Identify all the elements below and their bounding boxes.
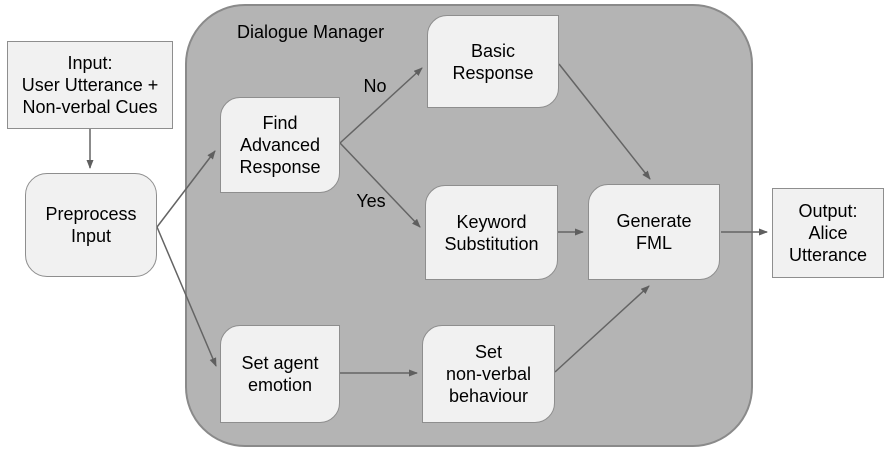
node-label-line: Preprocess xyxy=(45,204,137,224)
node-preprocess-input: Preprocess Input xyxy=(25,173,157,277)
node-label-line: behaviour xyxy=(448,386,529,406)
node-label-line: emotion xyxy=(247,375,313,395)
node-set-agent-emotion: Set agent emotion xyxy=(220,325,340,423)
node-label-line: Input xyxy=(70,226,112,246)
edge-label-yes: Yes xyxy=(356,191,386,211)
node-label-line: FML xyxy=(636,233,672,253)
node-label-line: Input: xyxy=(67,53,113,73)
node-label-line: Set xyxy=(474,342,503,362)
node-output: Output: Alice Utterance xyxy=(772,188,884,278)
node-label-line: User Utterance + xyxy=(21,75,159,95)
node-label-line: Set agent xyxy=(241,353,319,373)
node-label-line: Response xyxy=(452,62,534,83)
dialogue-manager-title: Dialogue Manager xyxy=(237,22,385,42)
node-basic-response: Basic Response xyxy=(427,15,559,108)
node-label-line: Generate xyxy=(616,211,692,231)
node-label-line: Basic xyxy=(470,40,515,61)
node-keyword-substitution: Keyword Substitution xyxy=(425,185,558,280)
node-label-line: Response xyxy=(239,157,321,177)
node-label-line: Substitution xyxy=(444,233,539,254)
node-input: Input: User Utterance + Non-verbal Cues xyxy=(7,41,173,129)
node-generate-fml: Generate FML xyxy=(588,184,720,280)
node-label-line: Keyword xyxy=(456,211,527,232)
node-label-line: Advanced xyxy=(239,135,321,155)
node-set-nonverbal-behaviour: Set non-verbal behaviour xyxy=(422,325,555,423)
node-find-advanced-response: Find Advanced Response xyxy=(220,97,340,193)
node-label-line: Alice xyxy=(808,223,848,243)
node-label-line: Output: xyxy=(798,201,858,221)
node-label-line: Find xyxy=(262,113,298,133)
node-label-line: Non-verbal Cues xyxy=(22,97,158,117)
edge-label-no: No xyxy=(363,76,387,96)
node-label-line: non-verbal xyxy=(445,364,532,384)
node-label-line: Utterance xyxy=(788,245,868,265)
